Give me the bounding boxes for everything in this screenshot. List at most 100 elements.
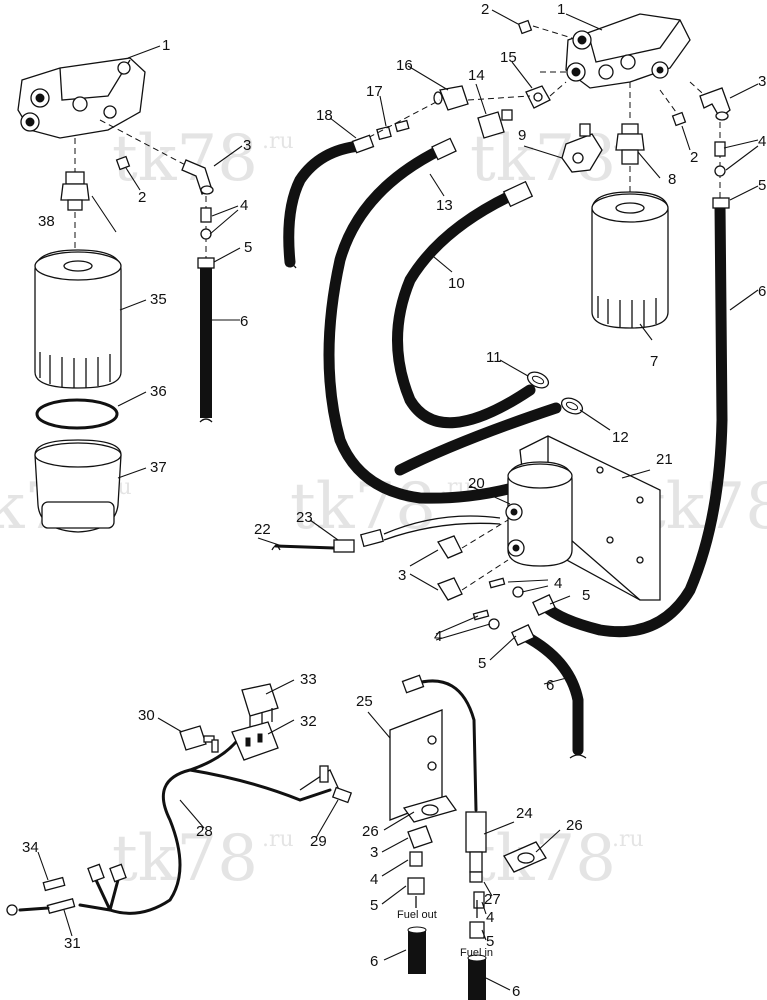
callout-33: 33 — [300, 671, 317, 688]
callout-5: 5 — [758, 177, 766, 194]
callout-15: 15 — [500, 49, 517, 66]
callout-4: 4 — [434, 628, 442, 645]
mount-block-26-left — [402, 795, 458, 823]
callout-2: 2 — [481, 1, 489, 18]
left-filter-head — [17, 57, 146, 139]
right-plug-bottom — [671, 111, 687, 127]
callout-3: 3 — [758, 73, 766, 90]
callout-2: 2 — [138, 189, 146, 206]
hose-12-run — [394, 402, 562, 476]
callout-23: 23 — [296, 509, 313, 526]
fuse-34 — [42, 876, 66, 892]
callout-4: 4 — [486, 909, 494, 926]
connector-14 — [477, 109, 513, 139]
harness-plugs — [87, 863, 127, 883]
callout-4: 4 — [370, 871, 378, 888]
callout-6: 6 — [546, 677, 554, 694]
callout-1: 1 — [557, 1, 565, 18]
callout-38: 38 — [38, 213, 55, 230]
callout-29: 29 — [310, 833, 327, 850]
fuel-in-label: Fuel in — [460, 947, 493, 959]
fuse-holder-31 — [6, 897, 76, 916]
callout-6: 6 — [370, 953, 378, 970]
callout-35: 35 — [150, 291, 167, 308]
callout-27: 27 — [484, 891, 501, 908]
adapter-15 — [525, 85, 551, 109]
fuel-pump-20 — [505, 461, 573, 567]
callout-16: 16 — [396, 57, 413, 74]
callout-5: 5 — [370, 897, 378, 914]
callout-37: 37 — [150, 459, 167, 476]
left-nipple-fitting — [60, 171, 90, 211]
callout-3: 3 — [398, 567, 406, 584]
callout-20: 20 — [468, 475, 485, 492]
callout-30: 30 — [138, 707, 155, 724]
right-fitting-stack — [714, 122, 726, 200]
callout-18: 18 — [316, 107, 333, 124]
callout-22: 22 — [254, 521, 271, 538]
callout-28: 28 — [196, 823, 213, 840]
callout-5: 5 — [486, 933, 494, 950]
watermark-suffix: .ru — [262, 827, 294, 852]
watermark-suffix: .ru — [612, 827, 644, 852]
callout-4: 4 — [758, 133, 766, 150]
callout-7: 7 — [650, 353, 658, 370]
callout-12: 12 — [612, 429, 629, 446]
sensor-24 — [401, 674, 487, 873]
hose-10 — [392, 180, 536, 429]
right-nipple-fitting — [615, 123, 645, 165]
callout-21: 21 — [656, 451, 673, 468]
left-plug — [115, 155, 131, 171]
left-elbow-fitting — [181, 159, 214, 195]
callout-6: 6 — [240, 313, 248, 330]
fuel-out-label: Fuel out — [397, 909, 437, 921]
clamp-11 — [526, 371, 550, 389]
callout-5: 5 — [244, 239, 252, 256]
callout-3: 3 — [243, 137, 251, 154]
relay-socket-32 — [231, 721, 279, 761]
wiring-harness-28 — [78, 740, 341, 915]
mount-block-26-right — [503, 841, 547, 873]
callout-5: 5 — [582, 587, 590, 604]
callout-6: 6 — [512, 983, 520, 1000]
callout-6: 6 — [758, 283, 766, 300]
pump-elbows — [437, 519, 509, 601]
left-filter-element — [34, 249, 122, 389]
connector-29 — [319, 765, 353, 804]
sensor-fitting-27 — [469, 871, 485, 909]
callout-24: 24 — [516, 805, 533, 822]
fuel-out-column — [407, 825, 433, 974]
hose-13 — [323, 137, 546, 504]
callout-26: 26 — [566, 817, 583, 834]
hose-6-right — [539, 197, 730, 638]
callout-4: 4 — [554, 575, 562, 592]
callout-10: 10 — [448, 275, 465, 292]
tee-fitting — [561, 123, 603, 173]
watermark-text: tk78 — [112, 822, 258, 896]
right-filter-element — [591, 191, 669, 329]
left-o-ring — [35, 398, 119, 430]
callout-26: 26 — [362, 823, 379, 840]
watermark-text: tk78 — [112, 122, 258, 196]
callout-13: 13 — [436, 197, 453, 214]
callout-34: 34 — [22, 839, 39, 856]
callout-31: 31 — [64, 935, 81, 952]
hose-18 — [283, 134, 375, 269]
callout-3: 3 — [370, 844, 378, 861]
callout-11: 11 — [486, 349, 502, 366]
left-filter-bowl — [34, 439, 122, 533]
callout-36: 36 — [150, 383, 167, 400]
callout-5: 5 — [478, 655, 486, 672]
hose-6-lower — [519, 630, 587, 759]
left-fitting-stack — [197, 196, 215, 423]
callout-8: 8 — [668, 171, 676, 188]
callout-2: 2 — [690, 149, 698, 166]
switch-30 — [179, 725, 219, 753]
callout-14: 14 — [468, 67, 485, 84]
callout-32: 32 — [300, 713, 317, 730]
leader-lines — [37, 9, 759, 991]
bracket-plate-25 — [389, 709, 443, 821]
fuel-in-column — [467, 900, 487, 1000]
watermark-suffix: .ru — [262, 129, 294, 154]
